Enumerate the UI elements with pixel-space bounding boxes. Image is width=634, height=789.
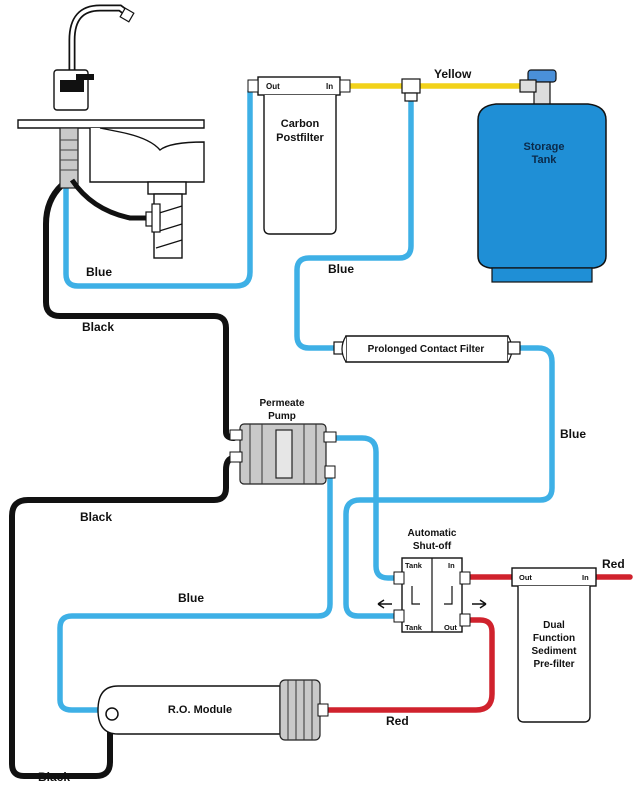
blue-tube-mid xyxy=(57,472,333,713)
blue-right-label: Blue xyxy=(560,427,586,441)
postfilter-in-label: In xyxy=(326,82,333,91)
red-bottom-label: Red xyxy=(386,714,409,728)
storage-tank: Storage Tank xyxy=(477,69,607,283)
permeate-pump-label-2: Pump xyxy=(268,411,296,422)
carbon-postfilter-label-2: Postfilter xyxy=(276,132,324,144)
permeate-pump-label-1: Permeate xyxy=(259,398,304,409)
black-tube-bottom xyxy=(9,455,237,779)
prefilter-label-3: Sediment xyxy=(531,646,577,657)
prolonged-contact-filter: Prolonged Contact Filter xyxy=(333,335,521,363)
automatic-shutoff-label-1: Automatic xyxy=(408,528,457,539)
ro-module: R.O. Module xyxy=(97,679,329,741)
black-bottom-label: Black xyxy=(38,770,70,784)
prefilter-label-1: Dual xyxy=(543,620,565,631)
shutoff-tank-top-label: Tank xyxy=(405,561,423,570)
carbon-postfilter: Out In Carbon Postfilter xyxy=(247,76,351,235)
blue-tube-pump-shutoff xyxy=(323,435,407,581)
postfilter-out-label: Out xyxy=(266,82,280,91)
permeate-pump: Permeate Pump xyxy=(229,398,337,485)
red-tube-bottom xyxy=(323,617,495,713)
shutoff-tank-bottom-label: Tank xyxy=(405,623,423,632)
dual-function-prefilter: Out In Dual Function Sediment Pre-filter xyxy=(511,567,597,723)
drain-saddle xyxy=(69,178,161,233)
shutoff-in-label: In xyxy=(448,561,455,570)
storage-tank-label-2: Tank xyxy=(532,154,558,166)
blue-tube-right xyxy=(343,345,555,619)
prefilter-label-4: Pre-filter xyxy=(533,659,574,670)
prolonged-contact-filter-label: Prolonged Contact Filter xyxy=(368,344,485,355)
carbon-postfilter-label-1: Carbon xyxy=(281,118,320,130)
shutoff-out-label: Out xyxy=(444,623,457,632)
sink xyxy=(17,119,205,259)
blue-mid-label: Blue xyxy=(178,591,204,605)
black-middle-label: Black xyxy=(80,510,112,524)
black-tube-top xyxy=(43,182,237,441)
blue-faucet-label: Blue xyxy=(86,265,112,279)
automatic-shutoff-label-2: Shut-off xyxy=(413,541,452,552)
prefilter-out-label: Out xyxy=(519,573,532,582)
storage-tank-label-1: Storage xyxy=(524,141,565,153)
blue-tube-tank-line xyxy=(294,89,414,351)
black-top-label: Black xyxy=(82,320,114,334)
prefilter-in-label: In xyxy=(582,573,589,582)
tee-fitting xyxy=(401,78,421,102)
faucet xyxy=(53,4,135,111)
blue-tank-line-label: Blue xyxy=(328,262,354,276)
red-top-label: Red xyxy=(602,557,625,571)
automatic-shutoff: Automatic Shut-off Tank In Tank Out xyxy=(377,528,487,633)
prefilter-label-2: Function xyxy=(533,633,575,644)
yellow-label: Yellow xyxy=(434,67,472,81)
ro-module-label: R.O. Module xyxy=(168,704,232,716)
